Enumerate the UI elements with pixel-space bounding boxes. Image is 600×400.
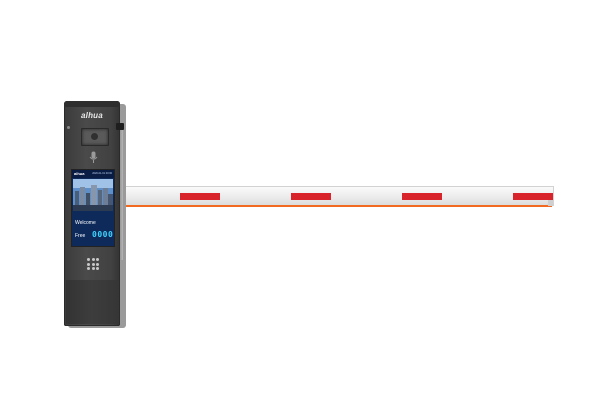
camera-lens: [91, 133, 98, 140]
screen-clock: 2020-01-01 00:00: [92, 172, 112, 175]
boom-edge-line: [122, 205, 552, 207]
side-rail: [119, 130, 123, 260]
keypad-key: [87, 258, 90, 261]
indicator-dot: [67, 126, 70, 129]
keypad-icon: [87, 258, 99, 270]
free-space-count: 0000: [92, 230, 114, 239]
cabinet-top-cap: [64, 101, 120, 107]
keypad-key: [87, 267, 90, 270]
keypad-key: [96, 262, 99, 266]
camera-icon: [81, 128, 109, 146]
keypad-key: [91, 258, 95, 261]
keypad-key: [87, 262, 90, 266]
keypad-key: [91, 262, 95, 266]
boom-mount-clip: [116, 123, 124, 130]
welcome-label: Welcome: [75, 220, 96, 226]
boom-tip: [548, 200, 553, 206]
brand-logo: alhua: [81, 111, 103, 120]
city-image: [73, 179, 113, 211]
screen-brand: alhua: [74, 171, 85, 176]
boom-stripe: [291, 193, 331, 200]
display-screen: alhua 2020-01-01 00:00 Welcome Free 0000: [71, 169, 115, 247]
keypad-key: [96, 258, 99, 261]
cabinet-lower-panel: [66, 280, 118, 324]
boom-arm: [118, 186, 554, 206]
free-label: Free: [75, 233, 86, 239]
keypad-key: [96, 267, 99, 270]
boom-stripe: [180, 193, 220, 200]
boom-stripe: [513, 193, 553, 200]
microphone-icon: [89, 151, 98, 163]
keypad-key: [91, 267, 95, 270]
screen-header: alhua 2020-01-01 00:00: [72, 170, 114, 178]
boom-stripe: [402, 193, 442, 200]
